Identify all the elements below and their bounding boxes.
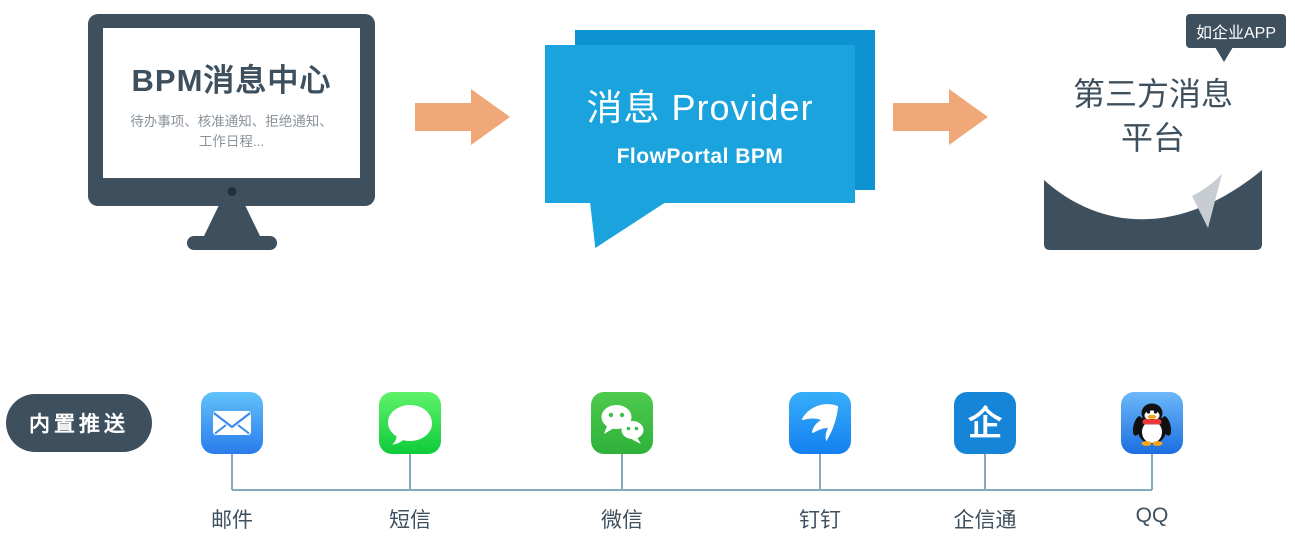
subtitle-line1: 待办事项、核准通知、拒绝通知、 [130, 113, 333, 129]
channel-label: QQ [1135, 504, 1169, 527]
third-party-title-line1: 第三方消息 [1072, 76, 1233, 112]
connector-stub [621, 454, 623, 490]
monitor-stand-neck [204, 206, 260, 236]
connector-stub [984, 454, 986, 490]
qq-icon [1121, 392, 1183, 454]
channel-label: 短信 [389, 509, 431, 532]
channel-label: 钉钉 [799, 509, 841, 532]
badge-pointer [1215, 47, 1233, 62]
speech-bubble-tail [590, 202, 666, 248]
enterprise-app-badge: 如企业APP [1186, 14, 1286, 48]
channel-qixintong: 企 企信通 [935, 392, 1035, 542]
channel-label: 邮件 [211, 509, 253, 532]
qixintong-glyph: 企 [968, 404, 1003, 443]
provider-title: 消息 Provider [586, 87, 814, 128]
provider-bubble: 消息 Provider FlowPortal BPM [545, 45, 855, 203]
monitor-graphic: BPM消息中心 待办事项、核准通知、拒绝通知、 工作日程... [88, 14, 375, 206]
monitor-screen: BPM消息中心 待办事项、核准通知、拒绝通知、 工作日程... [103, 28, 360, 178]
bpm-message-center-subtitle: 待办事项、核准通知、拒绝通知、 工作日程... [130, 112, 333, 151]
subtitle-line2: 工作日程... [198, 133, 265, 149]
qixintong-icon: 企 [954, 392, 1016, 454]
arrow-right-icon [893, 89, 988, 145]
provider-subtitle: FlowPortal BPM [616, 145, 784, 168]
third-party-title: 第三方消息 平台 [1040, 72, 1266, 160]
channel-sms: 短信 [360, 392, 460, 542]
connector-stub [819, 454, 821, 490]
channel-label: 企信通 [953, 509, 1017, 532]
connector-line [232, 489, 1152, 491]
channel-dingtalk: 钉钉 [770, 392, 870, 542]
page-curl-shape [1044, 170, 1262, 250]
sms-icon [379, 392, 441, 454]
mail-icon [201, 392, 263, 454]
connector-stub [409, 454, 411, 490]
channel-label: 微信 [601, 509, 643, 532]
built-in-push-pill: 内置推送 [6, 394, 152, 452]
wechat-icon [591, 392, 653, 454]
monitor-camera-dot [227, 187, 236, 196]
connector-stub [1151, 454, 1153, 490]
channel-qq: QQ [1102, 392, 1202, 542]
arrow-right-icon [415, 89, 510, 145]
connector-stub [231, 454, 233, 490]
channel-mail: 邮件 [182, 392, 282, 542]
monitor-stand-base [187, 236, 277, 250]
dingtalk-icon [789, 392, 851, 454]
channel-wechat: 微信 [572, 392, 672, 542]
third-party-title-line2: 平台 [1120, 120, 1185, 157]
bpm-message-center-title: BPM消息中心 [131, 62, 332, 98]
